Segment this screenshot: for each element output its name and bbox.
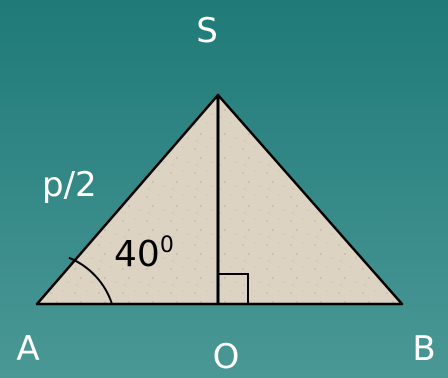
angle-value: 40	[114, 234, 160, 275]
angle-arc-a	[68, 256, 113, 305]
angle-degree-superscript: 0	[160, 233, 174, 258]
vertex-label-o: O	[213, 337, 240, 377]
vertex-label-a: A	[16, 329, 39, 369]
side-label-sa: p/2	[42, 165, 97, 205]
angle-label: 400	[114, 233, 174, 275]
vertex-label-b: B	[412, 329, 435, 369]
vertex-label-s: S	[196, 11, 218, 51]
right-angle-marker	[218, 273, 249, 304]
